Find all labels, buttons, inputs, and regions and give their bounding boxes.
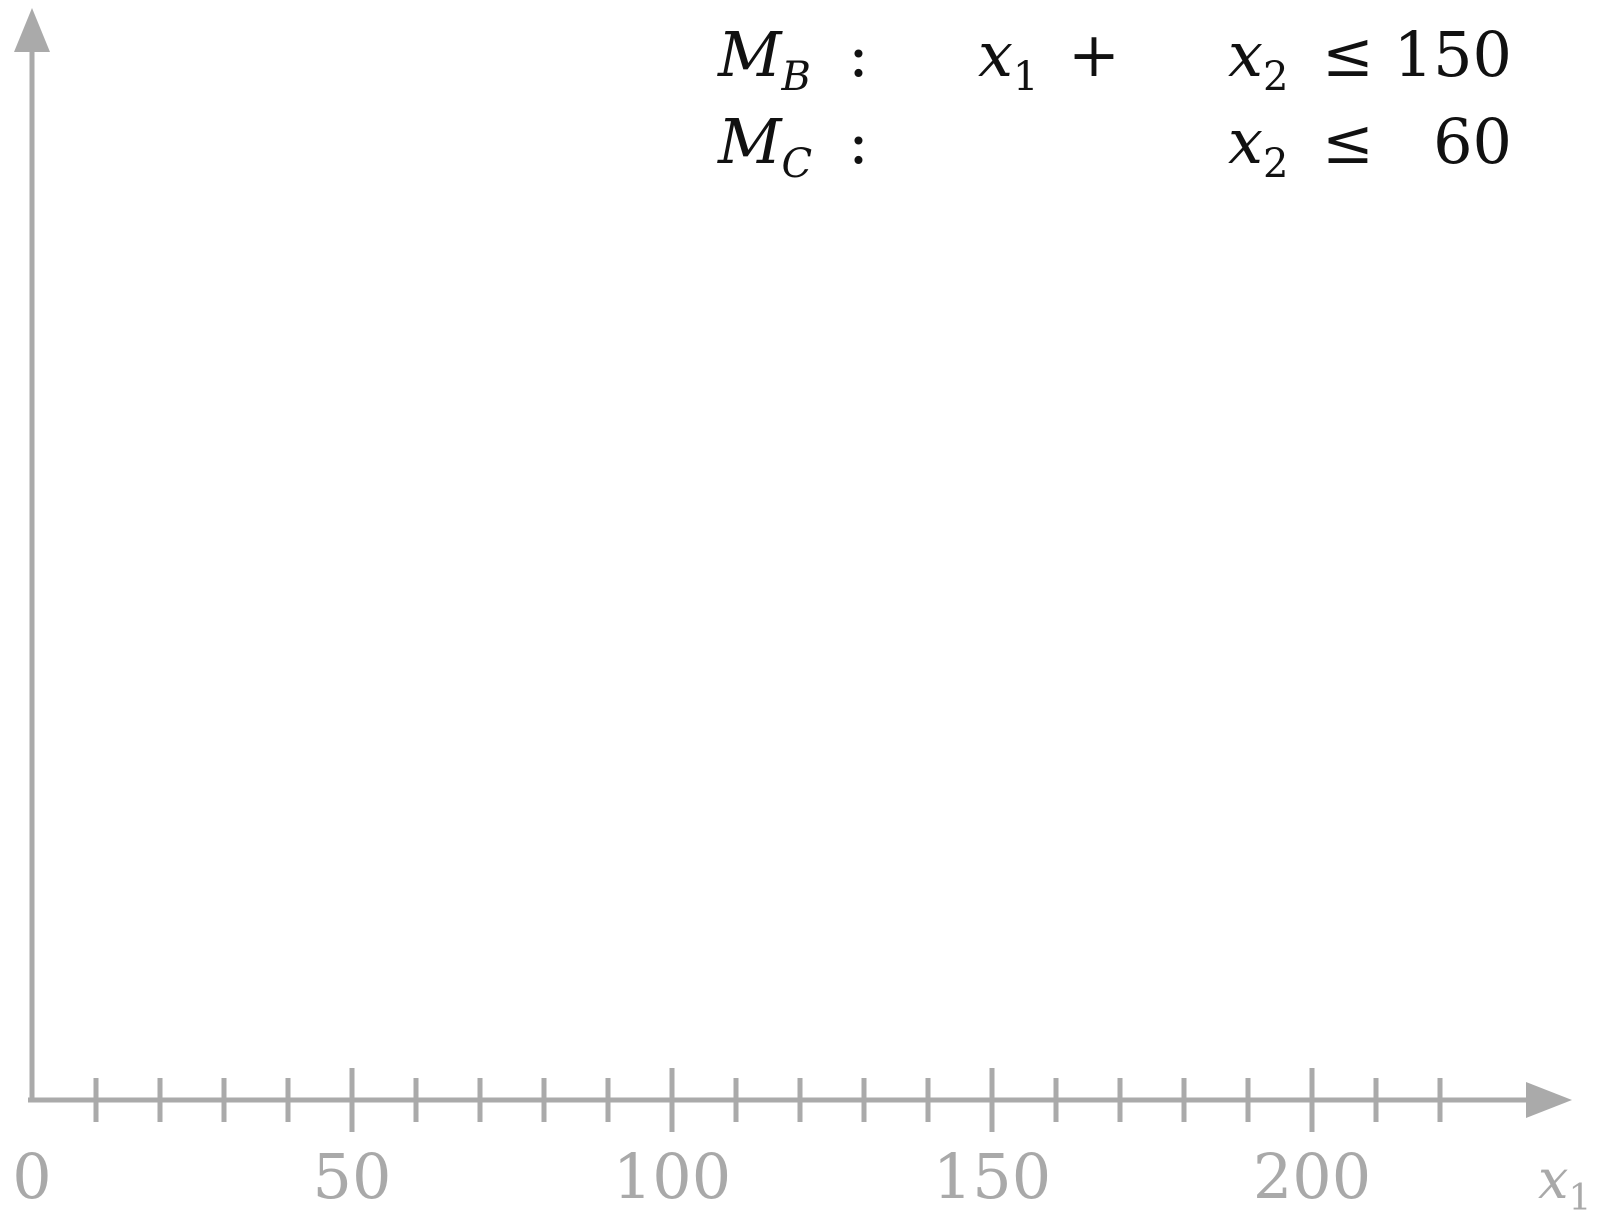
y-axis-arrowhead: [14, 8, 50, 52]
constraint-relation: ≤: [1322, 18, 1374, 91]
x-tick-label: 200: [1253, 1140, 1371, 1213]
constraint-term-x2: x2: [1228, 18, 1288, 100]
x-tick-label: 50: [313, 1140, 392, 1213]
x-tick-label: 150: [933, 1140, 1051, 1213]
x-axis-label: x1: [1538, 1148, 1591, 1214]
x-axis-label-subscript: 1: [1568, 1178, 1591, 1214]
x-axis-ticks: [93, 1068, 1443, 1132]
constraint-term-x2: x2: [1228, 105, 1288, 187]
constraint-rhs: 150: [1394, 18, 1512, 91]
constraint-rhs: 60: [1433, 105, 1512, 178]
x-tick-label: 0: [12, 1140, 51, 1213]
constraint-name: MB: [717, 18, 811, 100]
constraint-name: MC: [717, 105, 812, 187]
constraint-relation: ≤: [1322, 105, 1374, 178]
x-axis-tick-labels: 0 50 100 150 200: [12, 1140, 1371, 1213]
constraint-colon: :: [848, 105, 869, 178]
constraint-row-mb: MB : x1 + x2 ≤ 150: [717, 18, 1512, 100]
constraint-row-mc: MC : x2 ≤ 60: [717, 105, 1512, 187]
x-axis-arrowhead: [1526, 1082, 1572, 1118]
constraint-operator: +: [1068, 18, 1120, 91]
x-tick-label: 100: [613, 1140, 731, 1213]
constraint-term-x1: x1: [978, 18, 1038, 100]
constraint-colon: :: [848, 18, 869, 91]
